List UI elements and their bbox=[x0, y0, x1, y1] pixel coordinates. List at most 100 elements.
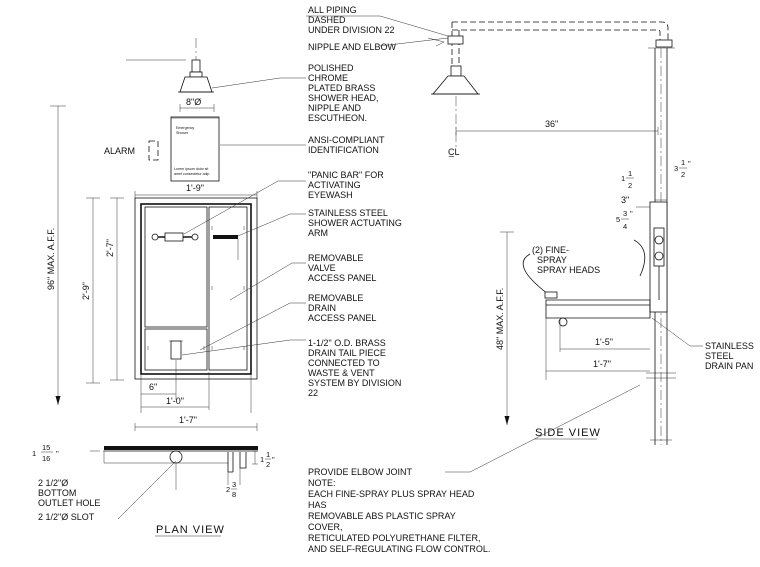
slot-label: 2 1/2"Ø SLOT bbox=[38, 512, 95, 522]
callout-all-piping-1: ALL PIPING bbox=[308, 5, 357, 15]
side-view: 36" C̲L 1 1 2 3 1 2 " 3" 5 3 4 " bbox=[306, 15, 754, 445]
callout-valve-panel-2: VALVE bbox=[308, 263, 336, 273]
overhead-piping bbox=[306, 15, 673, 66]
alarm-label: ALARM bbox=[104, 146, 135, 156]
callout-tail-piece-2: DRAIN TAIL PIECE bbox=[308, 348, 386, 358]
callout-drain-pan-2: STEEL bbox=[705, 351, 734, 361]
svg-text:1: 1 bbox=[621, 174, 625, 183]
callout-tail-piece-5: SYSTEM BY DIVISION bbox=[308, 378, 401, 388]
callout-drain-pan-1: STAINLESS bbox=[705, 341, 754, 351]
callout-drain-panel-3: ACCESS PANEL bbox=[308, 313, 376, 323]
sign-heading-2: Shower bbox=[176, 131, 189, 135]
bottom-outlet-2: BOTTOM bbox=[38, 488, 76, 498]
front-view: 8"Ø Emergency Shower Lorem ipsum dolor s… bbox=[46, 38, 258, 431]
svg-text:2: 2 bbox=[681, 170, 685, 179]
note-1: PROVIDE ELBOW JOINT bbox=[308, 467, 413, 477]
dim-1-1-2-side: 1 1 2 bbox=[621, 169, 634, 190]
cabinet bbox=[134, 197, 258, 380]
svg-text:15: 15 bbox=[42, 443, 50, 452]
callout-shower-head-6: ESCUTHEON. bbox=[308, 113, 367, 123]
callout-tail-piece-3: CONNECTED TO bbox=[308, 358, 380, 368]
dim-1-0: 1'-0" bbox=[166, 396, 184, 406]
svg-text:1: 1 bbox=[628, 169, 632, 178]
note-6: COVER, bbox=[308, 522, 343, 532]
dim-2-3-8: 2 3 8 bbox=[226, 468, 241, 499]
callout-drain-panel-2: DRAIN bbox=[308, 303, 336, 313]
callout-all-piping-3: UNDER DIVISION 22 bbox=[308, 25, 395, 35]
callout-tail-piece-6: 22 bbox=[308, 388, 318, 398]
dim-3-1-2: 3 1 2 " bbox=[674, 158, 691, 179]
svg-text:4: 4 bbox=[623, 222, 627, 231]
dim-1-15-16: 1 15 16 " bbox=[32, 443, 59, 463]
sign-heading-1: Emergency bbox=[176, 126, 194, 130]
callout-fine-spray-2: SPRAY bbox=[537, 255, 567, 265]
dim-96-aff: 96" MAX. A.F.F. bbox=[46, 105, 66, 405]
svg-text:2: 2 bbox=[226, 485, 230, 494]
dim-48-aff: 48" MAX. A.F.F. bbox=[495, 231, 514, 425]
callout-shower-head-3: PLATED BRASS bbox=[308, 83, 375, 93]
callout-ansi-2: IDENTIFICATION bbox=[308, 145, 379, 155]
callout-nipple-elbow: NIPPLE AND ELBOW bbox=[308, 42, 397, 52]
callouts: ALL PIPING DASHED UNDER DIVISION 22 NIPP… bbox=[181, 5, 641, 554]
note-8: AND SELF-REGULATING FLOW CONTROL. bbox=[308, 544, 490, 554]
side-valve bbox=[633, 201, 668, 313]
dim-48-label: 48" MAX. A.F.F. bbox=[495, 288, 505, 350]
dim-1-7-front: 1'-7" bbox=[179, 415, 197, 425]
svg-text:": " bbox=[56, 449, 59, 458]
svg-text:": " bbox=[688, 159, 691, 168]
plan-view: 1 15 16 " 1 1 2 " 2 3 8 2 1/2"Ø BOTTOM O… bbox=[32, 443, 275, 537]
bottom-outlet-1: 2 1/2"Ø bbox=[38, 478, 68, 488]
svg-text:1: 1 bbox=[260, 455, 264, 464]
callout-actuating-arm-3: ARM bbox=[308, 228, 328, 238]
note-4: HAS bbox=[308, 500, 327, 510]
svg-text:1: 1 bbox=[681, 158, 685, 167]
dim-6-in: 6" bbox=[149, 382, 157, 392]
note-5: REMOVABLE ABS PLASTIC SPRAY bbox=[308, 511, 456, 521]
svg-text:3: 3 bbox=[674, 164, 678, 173]
cabinet-screws bbox=[147, 226, 245, 350]
front-shower-head bbox=[126, 38, 214, 93]
front-bottom-dims: 6" 1'-0" 1'-7" bbox=[134, 360, 258, 431]
side-view-title: SIDE VIEW bbox=[535, 427, 601, 439]
plan-view-title: PLAN VIEW bbox=[156, 524, 225, 536]
svg-text:1: 1 bbox=[266, 450, 270, 459]
callout-tail-piece-1: 1-1/2" O.D. BRASS bbox=[308, 338, 386, 348]
dim-36-label: 36" bbox=[545, 119, 558, 129]
callout-ansi-1: ANSI-COMPLIANT bbox=[308, 135, 385, 145]
head-dia-dim: 8"Ø bbox=[179, 97, 215, 112]
callout-shower-head-5: NIPPLE AND bbox=[308, 103, 362, 113]
identification-sign: Emergency Shower Lorem ipsum dolor sit a… bbox=[170, 116, 220, 182]
callout-valve-panel-1: REMOVABLE bbox=[308, 253, 363, 263]
svg-text:8: 8 bbox=[232, 490, 236, 499]
svg-text:": " bbox=[630, 209, 633, 218]
callout-fine-spray-3: SPRAY HEADS bbox=[537, 265, 600, 275]
svg-text:3: 3 bbox=[232, 480, 236, 489]
callout-shower-head-1: POLISHED bbox=[308, 63, 354, 73]
side-shower-head bbox=[431, 65, 480, 95]
callout-drain-pan-3: DRAIN PAN bbox=[705, 361, 753, 371]
callout-shower-head-2: CHROME bbox=[308, 73, 348, 83]
dim-2-7: 2'-7" bbox=[105, 197, 124, 381]
note-7: RETICULATED POLYURETHANE FILTER, bbox=[308, 533, 481, 543]
note-2: NOTE: bbox=[308, 478, 336, 488]
callout-tail-piece-4: WASTE & VENT bbox=[308, 368, 375, 378]
callout-panic-bar-3: EYEWASH bbox=[308, 190, 353, 200]
dim-1-1-2-plan: 1 1 2 " bbox=[260, 450, 275, 469]
callout-panic-bar-1: "PANIC BAR" FOR bbox=[308, 170, 384, 180]
callout-actuating-arm-1: STAINLESS STEEL bbox=[308, 208, 388, 218]
svg-text:2: 2 bbox=[266, 460, 270, 469]
callout-drain-panel-1: REMOVABLE bbox=[308, 293, 363, 303]
bottom-outlet-3: OUTLET HOLE bbox=[38, 498, 100, 508]
callout-shower-head-4: SHOWER HEAD, bbox=[308, 93, 379, 103]
side-drain-pan bbox=[545, 299, 651, 327]
dim-96-label: 96" MAX. A.F.F. bbox=[46, 228, 56, 290]
callout-fine-spray-1: (2) FINE- bbox=[532, 245, 569, 255]
dim-head-dia: 8"Ø bbox=[186, 97, 201, 107]
svg-text:5: 5 bbox=[616, 215, 620, 224]
svg-text:3: 3 bbox=[623, 209, 627, 218]
dim-2-7-label: 2'-7" bbox=[105, 239, 115, 257]
svg-text:1: 1 bbox=[32, 449, 36, 458]
callout-panic-bar-2: ACTIVATING bbox=[308, 180, 361, 190]
dim-5-3-4: 5 3 4 " bbox=[616, 209, 633, 231]
